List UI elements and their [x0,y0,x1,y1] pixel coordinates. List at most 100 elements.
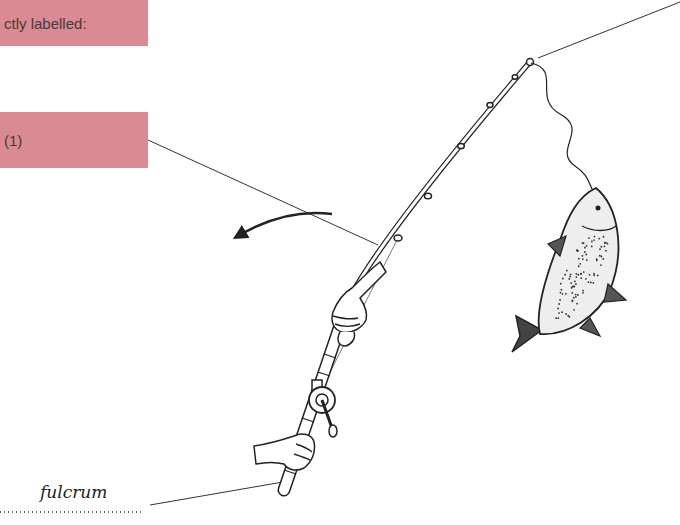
fish-spot [564,274,566,276]
fish-spot [585,254,587,256]
fish-spot [598,238,600,240]
hand-shape [254,434,315,470]
fish-spot [559,299,561,301]
fish-spot [577,250,579,252]
fish-spot [592,282,594,284]
fish-spot [578,265,580,267]
leader-line [148,140,378,245]
fish-fin [580,318,600,336]
fish-spot [578,258,580,260]
fish-spot [571,292,573,294]
reel-crank [322,400,332,428]
fish-spot [593,273,595,275]
finger-line [294,454,310,460]
fish-spot [569,276,571,278]
highlight-box: (1) [0,112,148,168]
fish-spot [573,286,575,288]
fish-spot [560,292,562,294]
fish-spot [580,277,582,279]
leader-line [150,482,283,505]
lower-hand [254,434,315,470]
fish-spot [586,259,588,261]
fish-spot [593,274,595,276]
fish-spot [565,293,567,295]
fish-spot [558,312,560,314]
fish-spot [591,245,593,247]
fish-spot [576,303,578,305]
fish-spot [600,246,602,248]
fish-spot [568,278,570,280]
box-text: (1) [4,132,22,149]
fish-spot [557,308,559,310]
fish-spot [572,299,574,301]
rod-tip [527,59,534,66]
fish-spot [607,243,609,245]
fish-spot [560,283,562,285]
fish-gill [582,226,616,231]
fish-spot [565,313,567,315]
fish-spot [577,274,579,276]
fish-spots [555,236,608,319]
fish-spot [600,264,602,266]
fish-spot [605,250,607,252]
fish-spot [573,309,575,311]
rod-guide [512,75,518,79]
hanging-line [531,63,594,192]
fish-spot [575,294,577,296]
highlight-box: ctly labelled: [0,0,148,46]
part-label: fulcrum [40,482,107,502]
fish-spot [582,255,584,257]
fish-spot [594,236,596,238]
fish-spot [584,247,586,249]
motion-arrow [238,213,332,236]
fish-spot [603,245,605,247]
fish-spot [583,242,585,244]
fish-spot [588,237,590,239]
fish-spot [575,273,577,275]
fish-spot [557,317,559,319]
fish-spot [593,239,595,241]
reel-knob [329,425,337,437]
rod-guides [394,75,518,241]
fish-spot [571,287,573,289]
fish-spot [555,317,557,319]
fish-eye [596,206,601,211]
fish-spot [588,281,590,283]
fish-spot [573,297,575,299]
fish-spot [589,274,591,276]
finger-shape [338,332,355,346]
fish-spot [558,303,560,305]
fish-spot [566,270,568,272]
reel [309,380,337,437]
fish-spot [602,258,604,260]
fish-spot [574,281,576,283]
fish-spot [582,290,584,292]
handle-ring [318,372,330,376]
handle-ring [302,418,314,422]
fish-spot [590,282,592,284]
fish-fin [604,284,626,302]
fish-tail [512,316,542,352]
fish-spot [583,271,585,273]
fish-spot [562,278,564,280]
fish-spot [579,263,581,265]
fish-spot [580,273,582,275]
answer-dotted-line [0,511,142,512]
rod-guide [487,103,493,108]
fish-spot [599,255,601,257]
fish-spot [591,241,593,243]
fish-spot [570,282,572,284]
fish-spot [604,242,606,244]
fish-spot [561,311,563,313]
rod-guide [458,143,465,148]
fish-spot [577,294,579,296]
fish-spot [586,245,588,247]
fish [512,188,626,352]
fish-spot [582,258,584,260]
fish-spot [603,236,605,238]
fish-spot [584,251,586,253]
fish-spot [575,276,577,278]
fishing-line [322,238,398,388]
rod-guide [394,235,402,241]
